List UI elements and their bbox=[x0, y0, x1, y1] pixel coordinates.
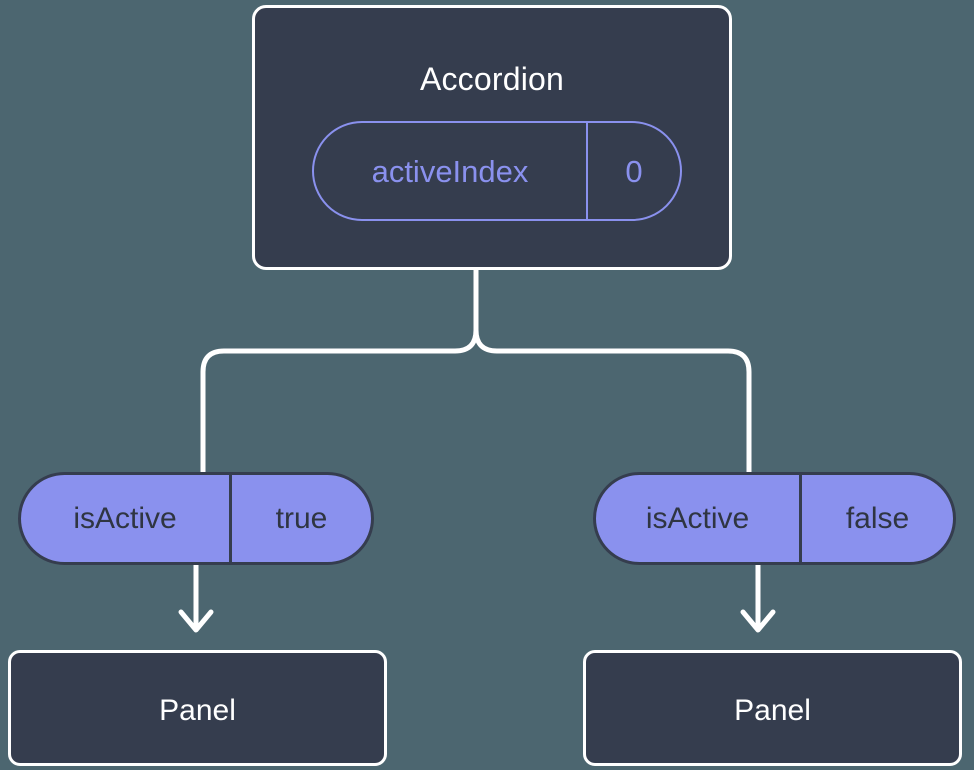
isactive-false-key: isActive bbox=[596, 475, 802, 562]
activeindex-value: 0 bbox=[625, 153, 643, 189]
isactive-true-prop-pill[interactable]: isActive true bbox=[18, 472, 374, 565]
panel-left-node[interactable]: Panel bbox=[8, 650, 387, 766]
isactive-false-prop-pill[interactable]: isActive false bbox=[593, 472, 956, 565]
connector-fork-right bbox=[473, 327, 752, 475]
panel-right-node[interactable]: Panel bbox=[583, 650, 962, 766]
isactive-true-value: true bbox=[275, 501, 328, 535]
arrowhead-right-icon bbox=[740, 609, 776, 633]
connector-fork-left bbox=[200, 327, 479, 475]
isactive-false-value: false bbox=[845, 501, 910, 535]
panel-right-title: Panel bbox=[734, 694, 811, 727]
arrowhead-left-icon bbox=[178, 609, 214, 633]
activeindex-state-pill[interactable]: activeIndex 0 bbox=[312, 121, 682, 221]
accordion-title: Accordion bbox=[419, 61, 565, 97]
activeindex-key: activeIndex bbox=[314, 123, 588, 219]
panel-left-title: Panel bbox=[159, 694, 236, 727]
isactive-true-key: isActive bbox=[21, 475, 232, 562]
